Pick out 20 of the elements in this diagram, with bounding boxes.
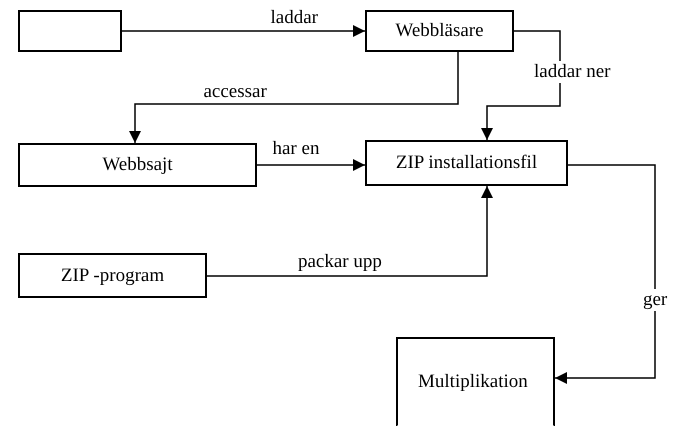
arrow [257,159,365,171]
process-box [18,253,207,298]
edge-label: ger [641,289,670,311]
process-box [396,337,555,426]
node-label: ZIP installationsfil [396,152,538,174]
node-label: Webbsajt [102,154,173,176]
arrow [129,52,459,143]
arrow [207,186,493,277]
process-box [18,143,257,187]
arrow [555,164,656,384]
node-label: ZIP -program [60,264,164,286]
arrow [122,25,365,37]
node-label: Webbläsare [395,20,484,42]
empty-box [18,10,122,52]
edge-label: packar upp [296,251,384,273]
process-box [365,140,568,186]
node-label: Multiplikation [418,371,528,393]
process-box [365,10,514,52]
edge-label: laddar ner [532,61,612,83]
arrow [481,30,561,140]
